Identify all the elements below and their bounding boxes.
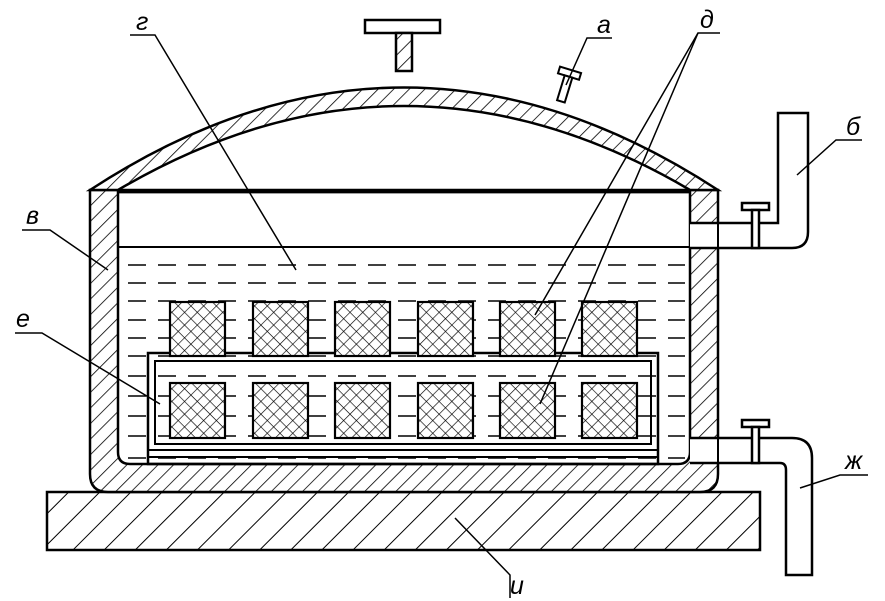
sample-block bbox=[416, 300, 475, 358]
top-handle bbox=[363, 18, 442, 73]
sample-block bbox=[580, 381, 639, 440]
sample-block bbox=[580, 300, 639, 358]
sample-block bbox=[498, 300, 557, 358]
leader-b bbox=[796, 139, 862, 176]
sample-block bbox=[168, 381, 227, 440]
label-e: е bbox=[16, 305, 30, 333]
label-g: г bbox=[136, 8, 148, 36]
lid-valve bbox=[555, 65, 583, 104]
sample-block bbox=[416, 381, 475, 440]
sample-blocks-top bbox=[168, 300, 639, 358]
sample-block bbox=[333, 300, 392, 358]
sample-block bbox=[251, 300, 310, 358]
leader-zh bbox=[799, 474, 868, 489]
vessel-wall bbox=[88, 188, 720, 494]
sample-rack bbox=[146, 351, 660, 466]
base-plate bbox=[45, 490, 762, 552]
leader-a bbox=[565, 37, 612, 86]
sample-block bbox=[333, 381, 392, 440]
sample-block bbox=[498, 381, 557, 440]
leader-lines bbox=[15, 32, 868, 598]
label-a: а bbox=[597, 11, 611, 39]
leader-i bbox=[454, 517, 511, 598]
leader-e bbox=[15, 332, 161, 405]
label-zh: ж bbox=[844, 447, 864, 475]
upper-pipe bbox=[690, 111, 810, 250]
label-b: б bbox=[846, 113, 861, 141]
label-i: и bbox=[510, 572, 524, 600]
leader-g bbox=[130, 34, 297, 271]
leader-v bbox=[22, 229, 109, 271]
sample-block bbox=[251, 381, 310, 440]
label-v: в bbox=[26, 202, 39, 230]
dome-lid bbox=[85, 86, 723, 192]
lower-pipe bbox=[690, 418, 814, 577]
leader-d2 bbox=[539, 32, 699, 405]
sample-blocks-bottom bbox=[168, 381, 639, 440]
label-d: д bbox=[700, 6, 714, 34]
sample-block bbox=[168, 300, 227, 358]
